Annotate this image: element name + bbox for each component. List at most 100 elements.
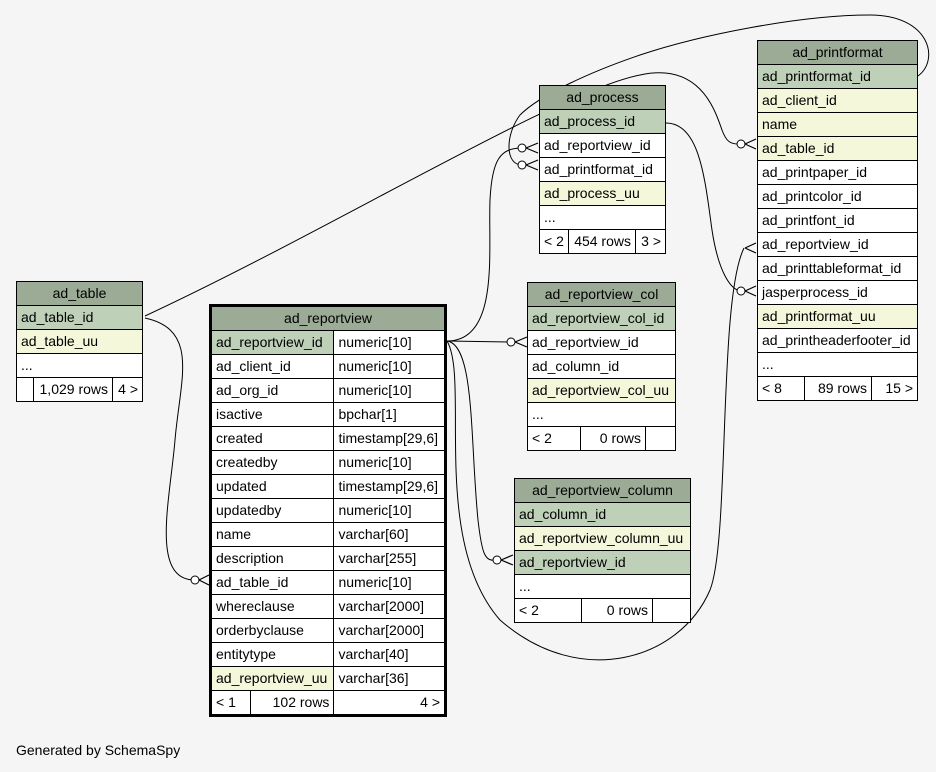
column-row[interactable]: ad_column_id <box>514 502 691 527</box>
column-name[interactable]: name <box>209 522 335 547</box>
column-row[interactable]: ad_process_id <box>539 109 666 134</box>
table-title[interactable]: ad_process <box>539 85 666 110</box>
column-row[interactable]: ... <box>527 402 676 427</box>
column-row[interactable]: ad_printcolor_id <box>757 184 918 209</box>
column-row[interactable]: ... <box>514 574 691 599</box>
column-row[interactable]: ... <box>16 353 143 378</box>
generated-by-label: Generated by SchemaSpy <box>16 742 181 758</box>
table-ad-reportview-column[interactable]: ad_reportview_column ad_column_id ad_rep… <box>514 478 691 623</box>
column-type: numeric[10] <box>333 570 446 595</box>
column-name[interactable]: createdby <box>209 450 335 475</box>
edge-printformat-table <box>144 72 743 317</box>
row-count: 89 rows <box>804 376 872 401</box>
column-row[interactable]: ad_reportview_col_id <box>527 306 676 331</box>
column-name[interactable]: entitytype <box>209 642 335 667</box>
edge-process-reportview <box>446 147 523 342</box>
column-row[interactable]: ad_printformat_uu <box>757 304 918 329</box>
column-row[interactable]: ad_printheaderfooter_id <box>757 328 918 353</box>
column-row[interactable]: ad_printpaper_id <box>757 160 918 185</box>
table-title[interactable]: ad_table <box>16 281 143 306</box>
column-type: varchar[40] <box>333 642 446 667</box>
column-row[interactable]: name <box>757 112 918 137</box>
children-link[interactable]: 15 > <box>871 376 918 401</box>
column-row[interactable]: ad_reportview_id <box>757 232 918 257</box>
column-type: numeric[10] <box>333 330 446 355</box>
children-link[interactable]: 4 > <box>112 377 143 402</box>
edge-end-circle <box>506 337 516 347</box>
parents-link[interactable]: < 8 <box>757 376 805 401</box>
column-row[interactable]: ad_table_id <box>757 136 918 161</box>
parents-link[interactable]: < 1 <box>210 690 251 716</box>
children-link[interactable]: 3 > <box>635 229 666 254</box>
column-row[interactable]: ad_printfont_id <box>757 208 918 233</box>
table-ad-printformat[interactable]: ad_printformat ad_printformat_id ad_clie… <box>757 40 918 401</box>
edge-end-circle <box>190 575 200 585</box>
children-link[interactable] <box>652 598 691 623</box>
parents-link[interactable]: < 2 <box>539 229 569 254</box>
column-name[interactable]: ad_client_id <box>209 354 335 379</box>
column-name[interactable]: created <box>209 426 335 451</box>
row-count: 0 rows <box>580 426 646 451</box>
table-title[interactable]: ad_printformat <box>757 40 918 65</box>
column-name[interactable]: ad_table_id <box>209 570 335 595</box>
column-name[interactable]: ad_org_id <box>209 378 335 403</box>
column-name[interactable]: ad_reportview_id <box>209 330 335 355</box>
children-link[interactable] <box>645 426 676 451</box>
column-row[interactable]: ad_reportview_id <box>514 550 691 575</box>
column-row[interactable]: ad_process_uu <box>539 181 666 206</box>
table-ad-reportview-col[interactable]: ad_reportview_col ad_reportview_col_id a… <box>527 282 676 451</box>
column-row[interactable]: ad_reportview_id <box>527 330 676 355</box>
column-type: numeric[10] <box>333 450 446 475</box>
column-name[interactable]: updatedby <box>209 498 335 523</box>
column-row[interactable]: ad_printformat_id <box>539 157 666 182</box>
column-name[interactable]: isactive <box>209 402 335 427</box>
column-row[interactable]: ad_table_uu <box>16 329 143 354</box>
crowfoot <box>500 554 514 566</box>
table-title[interactable]: ad_reportview_column <box>514 478 691 503</box>
row-count: 102 rows <box>249 690 335 716</box>
column-row[interactable]: ... <box>757 352 918 377</box>
row-count: 1,029 rows <box>33 377 113 402</box>
edge-reportview-table <box>144 317 196 581</box>
table-ad-process[interactable]: ad_process ad_process_id ad_reportview_i… <box>539 85 666 254</box>
column-row[interactable]: jasperprocess_id <box>757 280 918 305</box>
crowfoot <box>744 138 757 150</box>
column-type: numeric[10] <box>333 498 446 523</box>
parents-link[interactable] <box>16 377 34 402</box>
column-name[interactable]: ad_reportview_uu <box>209 666 335 691</box>
column-row[interactable]: ad_printformat_id <box>757 64 918 89</box>
column-type: varchar[255] <box>333 546 446 571</box>
edge-end-circle <box>736 286 746 296</box>
parents-link[interactable]: < 2 <box>514 598 582 623</box>
column-row[interactable]: ad_reportview_column_uu <box>514 526 691 551</box>
children-link[interactable]: 4 > <box>333 690 446 716</box>
crowfoot <box>525 142 539 154</box>
column-row[interactable]: ad_reportview_col_uu <box>527 378 676 403</box>
column-name[interactable]: description <box>209 546 335 571</box>
column-type: varchar[36] <box>333 666 446 691</box>
edge-process-printformat <box>508 14 930 166</box>
column-type: timestamp[29,6] <box>333 426 446 451</box>
column-row[interactable]: ad_reportview_id <box>539 133 666 158</box>
column-row[interactable]: ... <box>539 205 666 230</box>
column-row[interactable]: ad_table_id <box>16 305 143 330</box>
parents-link[interactable]: < 2 <box>527 426 581 451</box>
table-ad-table[interactable]: ad_table ad_table_id ad_table_uu ... 1,0… <box>16 281 143 402</box>
table-title[interactable]: ad_reportview_col <box>527 282 676 307</box>
column-name[interactable]: orderbyclause <box>209 618 335 643</box>
column-type: varchar[2000] <box>333 618 446 643</box>
edge-col-reportview <box>446 340 511 343</box>
column-type: timestamp[29,6] <box>333 474 446 499</box>
column-row[interactable]: ad_printtableformat_id <box>757 256 918 281</box>
column-row[interactable]: ad_column_id <box>527 354 676 379</box>
column-row[interactable]: ad_client_id <box>757 88 918 113</box>
table-title[interactable]: ad_reportview <box>210 305 446 331</box>
column-name[interactable]: whereclause <box>209 594 335 619</box>
crowfoot <box>744 285 757 297</box>
edge-end-circle <box>517 143 527 153</box>
crowfoot <box>514 336 528 348</box>
column-name[interactable]: updated <box>209 474 335 499</box>
crowfoot <box>744 242 757 254</box>
